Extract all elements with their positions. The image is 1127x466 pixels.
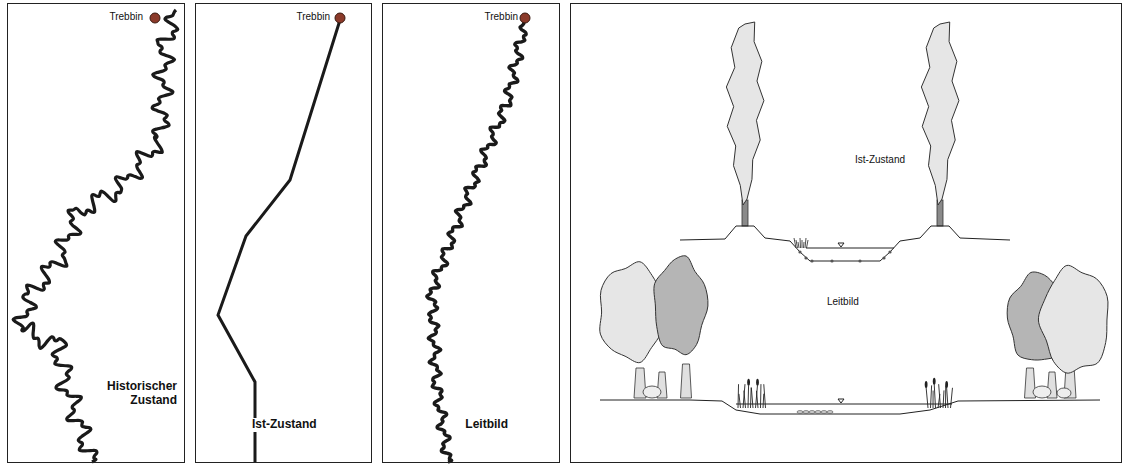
water-symbol bbox=[838, 243, 844, 247]
grass bbox=[807, 240, 809, 248]
tree-crown bbox=[654, 256, 708, 355]
straightened-river bbox=[218, 20, 340, 462]
tree-crown bbox=[1038, 265, 1108, 373]
bed-stone bbox=[797, 411, 803, 414]
state-label: Leitbild bbox=[464, 418, 509, 432]
reed bbox=[748, 385, 750, 408]
reed bbox=[739, 394, 741, 408]
bank-stone bbox=[888, 250, 891, 253]
root-stone bbox=[1033, 386, 1051, 398]
grass bbox=[798, 242, 799, 248]
map-panel: TrebbinHistorischer Zustand bbox=[7, 3, 185, 463]
reed bbox=[943, 390, 945, 408]
poplar-crown bbox=[921, 22, 959, 205]
water-symbol bbox=[838, 399, 844, 403]
water-level bbox=[736, 404, 952, 405]
town-dot bbox=[335, 13, 345, 23]
reed-head bbox=[747, 379, 750, 386]
reed bbox=[744, 391, 746, 408]
reed bbox=[751, 388, 753, 408]
reed bbox=[760, 384, 761, 408]
reed-head bbox=[756, 379, 759, 386]
place-name: Trebbin bbox=[108, 11, 144, 23]
cross-sections bbox=[600, 22, 1108, 414]
reed bbox=[756, 391, 758, 408]
ground-profile bbox=[680, 226, 1010, 261]
bed-stone bbox=[827, 411, 833, 414]
state-label: Ist-Zustand bbox=[854, 154, 906, 166]
reed bbox=[947, 387, 948, 408]
bed-stone bbox=[803, 411, 809, 414]
bank-stone bbox=[810, 259, 813, 262]
reed bbox=[951, 388, 953, 408]
place-name: Trebbin bbox=[295, 11, 331, 23]
reed bbox=[764, 384, 766, 408]
target-river bbox=[427, 20, 526, 462]
reed bbox=[756, 385, 758, 408]
root-stone bbox=[643, 386, 661, 398]
town-dot bbox=[150, 13, 160, 23]
historic-river bbox=[13, 10, 178, 462]
bank-stone bbox=[830, 259, 833, 262]
ground-profile bbox=[600, 400, 1100, 414]
state-label: Ist-Zustand bbox=[251, 418, 318, 432]
map-panel: TrebbinLeitbild bbox=[382, 3, 560, 463]
bed-stone bbox=[809, 411, 815, 414]
reed bbox=[933, 391, 934, 408]
reed bbox=[945, 385, 946, 408]
grass bbox=[802, 240, 803, 248]
reed bbox=[763, 394, 765, 408]
reed-head bbox=[945, 381, 948, 388]
reed bbox=[743, 384, 745, 408]
state-label: Leitbild bbox=[826, 296, 860, 308]
grass bbox=[800, 238, 802, 248]
root-stone bbox=[1057, 388, 1071, 398]
state-label: Historischer Zustand bbox=[88, 380, 178, 408]
river-maps bbox=[13, 10, 530, 462]
bed-stone bbox=[815, 411, 821, 414]
town-dot bbox=[520, 13, 530, 23]
grass bbox=[794, 238, 796, 248]
reed-head bbox=[933, 378, 936, 385]
grass bbox=[805, 238, 806, 248]
bank-stone bbox=[798, 250, 801, 253]
bank-stone bbox=[858, 259, 861, 262]
place-name: Trebbin bbox=[483, 11, 519, 23]
map-panel: Ist-ZustandLeitbild bbox=[570, 3, 1122, 463]
bed-stone bbox=[821, 411, 827, 414]
reed-head bbox=[925, 381, 928, 388]
map-panel: TrebbinIst-Zustand bbox=[195, 3, 372, 463]
reed bbox=[934, 384, 935, 408]
tree-trunk bbox=[681, 364, 692, 398]
poplar-crown bbox=[726, 22, 764, 205]
reed bbox=[926, 387, 928, 408]
bank-stone bbox=[804, 256, 807, 259]
reed bbox=[931, 385, 932, 408]
bank-stone bbox=[882, 256, 885, 259]
grass bbox=[803, 242, 805, 248]
water-level bbox=[806, 248, 894, 249]
reed bbox=[939, 384, 941, 408]
grass bbox=[796, 240, 798, 248]
